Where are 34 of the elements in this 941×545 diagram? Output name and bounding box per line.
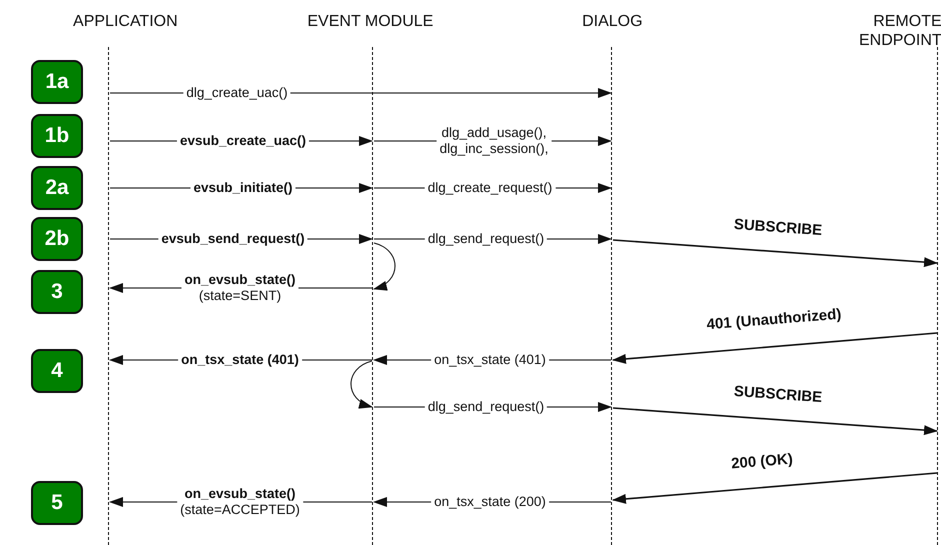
curved-arrow	[373, 242, 396, 290]
edge-label: dlg_create_request()	[424, 180, 556, 196]
step-badge: 3	[31, 270, 83, 314]
lifeline-header: DIALOG	[582, 12, 643, 31]
step-badge: 2b	[31, 217, 83, 261]
step-badge: 2a	[31, 166, 83, 210]
step-badge: 5	[31, 481, 83, 525]
edge-label: 200 (OK)	[730, 451, 794, 473]
edge-label: evsub_initiate()	[190, 180, 296, 196]
edge-label: SUBSCRIBE	[732, 384, 824, 406]
step-badge: 4	[31, 349, 83, 393]
edge-label: dlg_create_uac()	[183, 85, 291, 101]
edge-label: evsub_send_request()	[158, 231, 308, 247]
edge-label: 401 (Unauthorized)	[705, 306, 843, 334]
lifeline-header: APPLICATION	[73, 12, 178, 31]
edge-label: dlg_add_usage(), dlg_inc_session(),	[436, 125, 552, 157]
edge-label: on_evsub_state() (state=SENT)	[181, 272, 299, 304]
edge-label: dlg_send_request()	[424, 231, 548, 247]
edge-label: evsub_create_uac()	[176, 133, 310, 149]
curved-arrow	[350, 360, 373, 408]
lifeline-header: EVENT MODULE	[307, 12, 434, 31]
edge-label: dlg_send_request()	[424, 399, 548, 415]
arrow	[612, 332, 938, 364]
edge-label: on_tsx_state (401)	[431, 352, 549, 368]
step-badge: 1b	[31, 114, 83, 158]
step-badge: 1a	[31, 60, 83, 104]
edge-label: on_evsub_state() (state=ACCEPTED)	[177, 486, 303, 518]
edge-label: on_tsx_state (401)	[178, 352, 302, 368]
arrow	[612, 472, 938, 504]
edge-label: on_tsx_state (200)	[431, 494, 549, 510]
lifeline-header: REMOTE ENDPOINT	[858, 12, 941, 50]
edge-label: SUBSCRIBE	[732, 216, 824, 240]
arrow	[612, 407, 938, 436]
arrow	[612, 239, 938, 268]
